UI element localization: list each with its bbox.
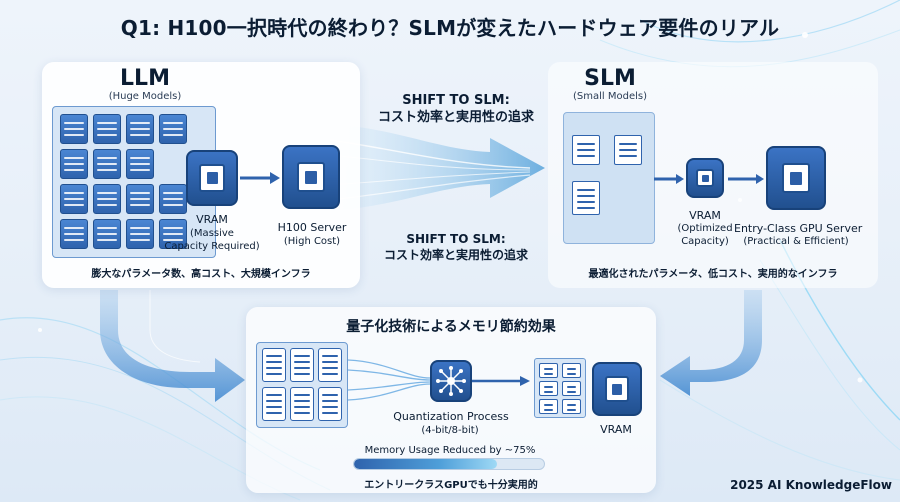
footer-credit: 2025 AI KnowledgeFlow xyxy=(730,478,892,492)
page-title: Q1: H100一択時代の終わり？SLMが変えたハードウェア要件のリアル xyxy=(120,16,780,40)
llm-title: LLM xyxy=(120,66,170,91)
quant-vram-label: VRAM xyxy=(600,423,632,436)
model-block-icon xyxy=(93,149,121,179)
quant-process-label: Quantization Process xyxy=(393,410,509,423)
model-block-icon xyxy=(93,114,121,144)
model-block-icon xyxy=(262,348,286,382)
arrow-icon xyxy=(728,174,764,184)
model-block-icon xyxy=(93,184,121,214)
quant-caption: エントリークラスGPUでも十分実用的 xyxy=(364,480,538,491)
model-block-icon xyxy=(60,114,88,144)
slm-vram-label: VRAM xyxy=(689,209,721,222)
entry-gpu-server-note: (Practical & Efficient) xyxy=(743,236,849,247)
document-icon xyxy=(539,399,558,414)
document-icon xyxy=(562,363,581,378)
slm-vram-note-1: (Optimized xyxy=(677,223,733,234)
h100-server-note: (High Cost) xyxy=(283,236,341,247)
model-block-icon xyxy=(159,114,187,144)
arrow-icon xyxy=(240,172,280,184)
entry-gpu-server-icon xyxy=(766,146,826,210)
quant-vram-icon xyxy=(592,362,642,416)
model-block-icon xyxy=(93,219,121,249)
slm-model-cluster xyxy=(563,112,655,244)
model-block-icon xyxy=(126,219,154,249)
model-block-icon xyxy=(318,387,342,421)
model-block-icon xyxy=(262,387,286,421)
quant-flow-lines xyxy=(348,359,530,401)
slm-caption: 最適化されたパラメータ、低コスト、実用的なインフラ xyxy=(588,269,838,280)
document-icon xyxy=(614,135,642,165)
document-icon xyxy=(539,381,558,396)
shift-bottom-line2: コスト効率と実用性の追求 xyxy=(383,248,528,262)
llm-vram-icon xyxy=(186,150,238,206)
entry-gpu-server-label: Entry-Class GPU Server xyxy=(734,222,863,235)
quant-input-cluster xyxy=(256,342,348,428)
model-block-icon xyxy=(290,348,314,382)
llm-caption: 膨大なパラメータ数、高コスト、大規模インフラ xyxy=(91,269,311,280)
quant-output-cluster xyxy=(534,358,586,418)
arrow-icon xyxy=(654,174,684,184)
llm-vram-note-2: Capacity Required) xyxy=(164,241,260,252)
slm-vram-note-2: Capacity) xyxy=(681,236,729,247)
model-block-icon xyxy=(126,114,154,144)
document-icon xyxy=(572,135,600,165)
model-block-icon xyxy=(60,149,88,179)
model-block-icon xyxy=(60,219,88,249)
document-icon xyxy=(562,399,581,414)
memory-label: Memory Usage Reduced by ~75% xyxy=(364,445,536,456)
model-block-icon xyxy=(126,184,154,214)
shift-label-bottom: SHIFT TO SLM: コスト効率と実用性の追求 xyxy=(372,232,540,263)
shift-label-top: SHIFT TO SLM: コスト効率と実用性の追求 xyxy=(372,93,540,126)
quant-process-note: (4-bit/8-bit) xyxy=(421,425,479,436)
network-hub-icon xyxy=(430,360,472,402)
llm-subtitle: (Huge Models) xyxy=(108,91,182,102)
model-block-icon xyxy=(159,184,187,214)
quant-title: 量子化技術によるメモリ節約効果 xyxy=(346,319,556,335)
memory-progress-track xyxy=(353,458,545,470)
model-block-icon xyxy=(60,184,88,214)
slm-subtitle: (Small Models) xyxy=(573,91,647,102)
shift-top-line1: SHIFT TO SLM: xyxy=(402,93,510,108)
model-block-icon xyxy=(159,219,187,249)
shift-bottom-line1: SHIFT TO SLM: xyxy=(406,232,506,246)
document-icon xyxy=(539,363,558,378)
model-block-icon xyxy=(290,387,314,421)
llm-vram-label: VRAM xyxy=(196,213,228,226)
slm-title: SLM xyxy=(584,66,636,91)
document-icon xyxy=(572,181,600,215)
llm-model-cluster xyxy=(52,106,216,258)
h100-server-label: H100 Server xyxy=(277,221,347,234)
model-block-icon xyxy=(318,348,342,382)
model-block-icon xyxy=(126,149,154,179)
document-icon xyxy=(562,381,581,396)
llm-vram-note-1: (Massive xyxy=(190,228,234,239)
h100-server-icon xyxy=(282,145,340,209)
shift-top-line2: コスト効率と実用性の追求 xyxy=(377,110,534,125)
memory-progress-fill xyxy=(354,459,497,469)
slm-vram-icon xyxy=(686,158,724,198)
